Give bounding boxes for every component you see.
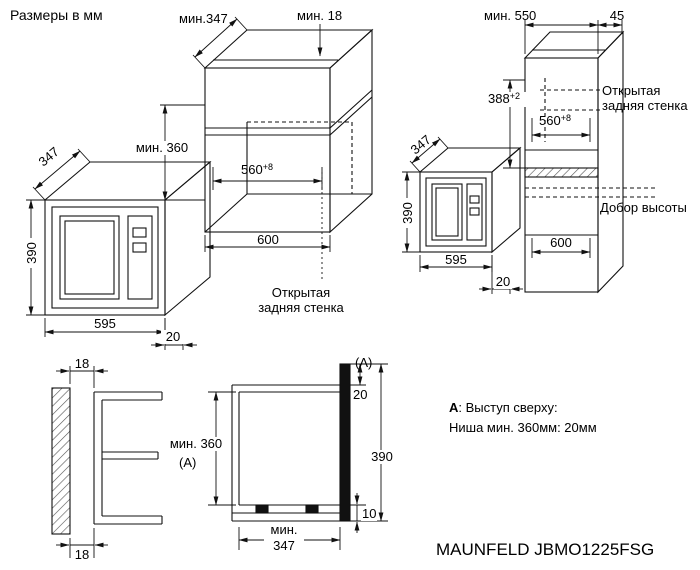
label-open-back-center-1: Открытая xyxy=(271,285,331,300)
note-line-2: Ниша мин. 360мм: 20мм xyxy=(449,420,597,435)
tall-cabinet-right xyxy=(523,30,656,294)
label-height-filler: Добор высоты xyxy=(600,200,687,215)
oven-isometric-right xyxy=(418,146,522,254)
dim-right-oven-height: 390 xyxy=(400,198,415,228)
note-line-1: А: Выступ сверху: xyxy=(449,401,558,415)
label-open-back-right-2: задняя стенка xyxy=(602,98,688,113)
dim-niche-min-height: мин. 360 xyxy=(132,141,192,155)
dim-front-min-height: мин. 360 xyxy=(167,437,225,451)
front-section-view xyxy=(231,363,351,522)
dim-niche-cabinet-width: 600 xyxy=(257,232,279,247)
dim-column-shelf-width: 600 xyxy=(550,235,572,250)
dim-value: 560 xyxy=(241,162,263,177)
dim-column-cutout-height: 388+2 xyxy=(479,91,529,107)
dim-front-min-width-word: мин. xyxy=(264,523,304,537)
label-a-mark-side: (А) xyxy=(179,455,197,470)
dim-column-min-depth: мин. 550 xyxy=(484,8,537,23)
model-number: MAUNFELD JBMO1225FSG xyxy=(436,540,655,559)
cabinet-isometric-center xyxy=(203,28,374,234)
side-section-dimension-lines xyxy=(56,366,108,558)
dim-tolerance: +8 xyxy=(262,162,273,172)
oven-isometric-left xyxy=(43,160,212,317)
dim-value: 560 xyxy=(539,113,561,128)
dim-left-oven-frame: 20 xyxy=(161,330,185,344)
dim-right-oven-frame: 20 xyxy=(494,274,512,289)
dim-left-oven-width: 595 xyxy=(94,316,116,331)
oven-left-dimension-lines xyxy=(26,148,197,350)
dim-right-oven-width: 595 xyxy=(445,252,467,267)
drawing-title: Размеры в мм xyxy=(10,7,103,23)
label-a-mark-top: (А) xyxy=(355,355,373,370)
label-open-back-right-1: Открытая xyxy=(602,83,661,98)
dim-tolerance: +2 xyxy=(509,91,520,101)
dim-niche-top-rail: мин. 18 xyxy=(297,8,343,23)
dim-wall-gap-bottom: 18 xyxy=(74,547,90,562)
dim-tolerance: +8 xyxy=(560,113,571,123)
dim-niche-min-depth: мин.347 xyxy=(179,11,228,26)
dim-wall-gap-top: 18 xyxy=(74,356,90,371)
dim-column-top-rail: 45 xyxy=(609,8,625,23)
side-section-view xyxy=(51,387,163,535)
dim-value: 388 xyxy=(488,91,510,106)
dim-left-oven-height: 390 xyxy=(24,238,39,268)
dim-column-cutout-width: 560+8 xyxy=(539,113,571,129)
dim-niche-cutout-width: 560+8 xyxy=(241,162,273,178)
tall-cabinet-dimension-lines xyxy=(503,20,623,258)
note-a-mark: А xyxy=(449,400,459,415)
dim-front-top-overhang: 20 xyxy=(352,387,369,402)
dim-front-min-width-value: 347 xyxy=(264,539,304,553)
note-text: : Выступ сверху: xyxy=(458,400,558,415)
label-open-back-center-2: задняя стенка xyxy=(258,300,344,315)
dim-front-total-height: 390 xyxy=(367,450,397,464)
dim-front-bottom-gap: 10 xyxy=(361,506,378,521)
